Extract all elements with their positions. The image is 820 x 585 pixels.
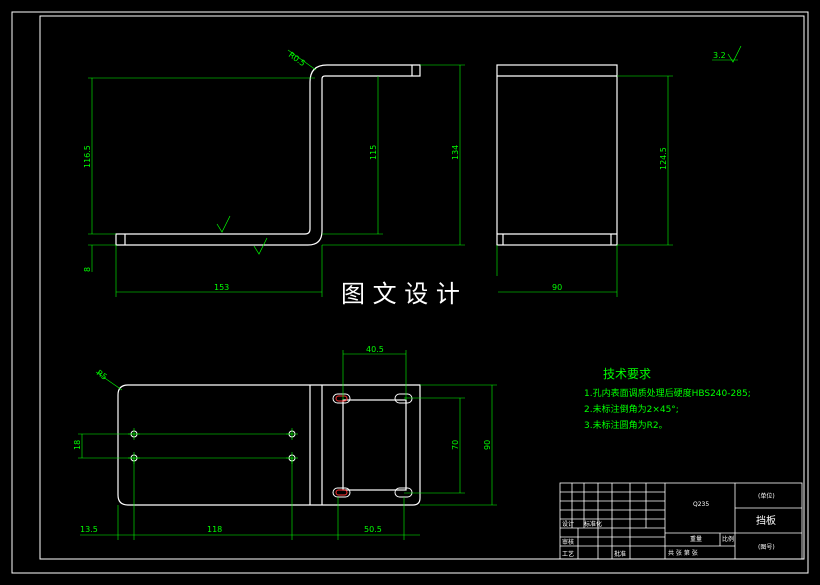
slot-hole-inner — [335, 489, 348, 496]
holes — [130, 393, 413, 498]
tb-name: 挡板 — [756, 514, 776, 527]
tb-school: (单位) — [758, 492, 775, 500]
outer-frame — [11, 11, 809, 574]
tech-item-2: 2.未标注倒角为2×45°; — [584, 403, 679, 415]
roughness-icon — [727, 45, 742, 63]
dim-124-5: 124.5 — [659, 147, 668, 170]
plan-view — [117, 384, 421, 506]
tb-approve: 批准 — [614, 550, 626, 558]
dim-153: 153 — [214, 283, 229, 292]
dim-70: 70 — [451, 440, 460, 450]
dim-134: 134 — [451, 145, 460, 160]
tb-scale: 比例 — [722, 535, 734, 543]
slot-hole — [394, 393, 413, 404]
dim-bend-radius: R0.5 — [287, 50, 307, 68]
tb-drawing-no: (图号) — [758, 544, 775, 551]
watermark-bg — [330, 276, 498, 310]
dim-13-5: 13.5 — [80, 525, 98, 534]
tech-title: 技术要求 — [603, 367, 651, 381]
slot-hole — [332, 393, 351, 404]
tb-sheets: 共 张 第 张 — [668, 549, 698, 557]
title-block — [559, 482, 803, 560]
tb-process: 工艺 — [562, 550, 574, 558]
roughness-icon — [216, 215, 231, 233]
dim-90-top: 90 — [552, 283, 562, 292]
watermark: 图 文 设 计 — [341, 280, 460, 308]
side-view — [496, 64, 618, 246]
slot-hole — [332, 487, 351, 498]
tb-standard: 标准化 — [584, 520, 602, 528]
dim-18: 18 — [73, 440, 82, 450]
tech-item-1: 1.孔内表面调质处理后硬度HBS240-285; — [584, 387, 751, 399]
tb-designer: 设计 — [562, 520, 574, 528]
side-view-outline — [496, 64, 618, 246]
plan-view-outline — [117, 384, 421, 506]
inner-frame — [39, 15, 805, 560]
plan-view-window — [342, 399, 407, 491]
dim-40-5: 40.5 — [366, 345, 384, 354]
dim-50-5: 50.5 — [364, 525, 382, 534]
tb-weight: 重量 — [690, 535, 702, 543]
dim-115: 115 — [369, 145, 378, 160]
dim-90-side: 90 — [483, 440, 492, 450]
dim-118: 118 — [207, 525, 222, 534]
roughness-icon — [253, 237, 268, 255]
tb-material: Q235 — [693, 501, 709, 508]
center-marks — [128, 428, 298, 464]
dim-rough-general: 3.2 — [713, 51, 726, 60]
dim-116-5: 116.5 — [83, 145, 92, 168]
roughness-symbols — [216, 45, 742, 255]
tech-item-3: 3.未标注圆角为R2。 — [584, 419, 668, 431]
tb-review: 审核 — [562, 538, 574, 546]
dim-8: 8 — [83, 267, 92, 272]
slot-hole-inner — [335, 395, 348, 402]
slot-hole — [394, 487, 413, 498]
